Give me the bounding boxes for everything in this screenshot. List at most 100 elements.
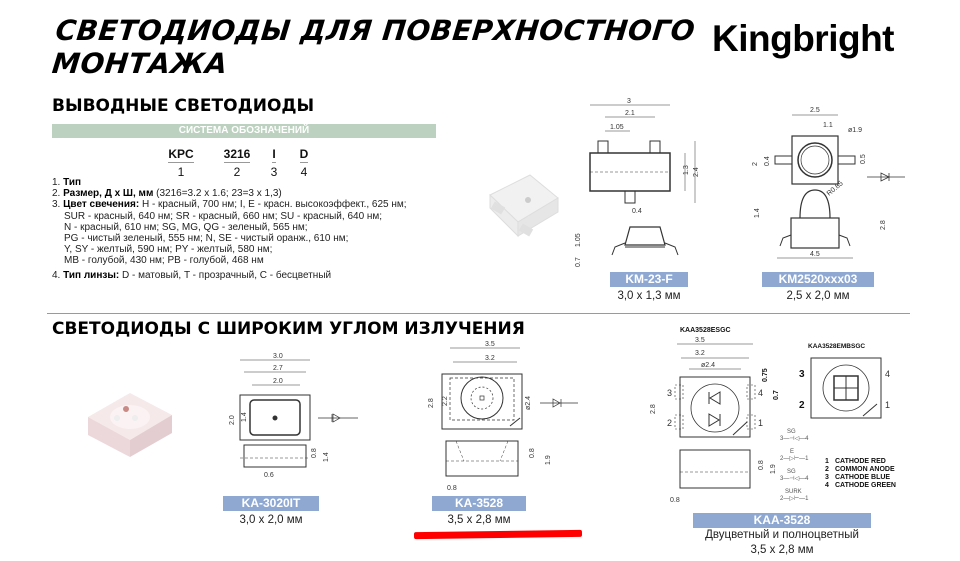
svg-text:1.4: 1.4: [323, 452, 330, 462]
svg-text:1.1: 1.1: [823, 122, 833, 129]
svg-text:2.7: 2.7: [273, 365, 283, 372]
svg-text:ø2.4: ø2.4: [525, 396, 532, 410]
ka3020-drawing: 3.0 2.7 2.0 2.0 1.4 0.8 1.4 0.6: [229, 353, 358, 479]
svg-text:3: 3: [667, 388, 672, 398]
kaa3528-subtitle: Двуцветный и полноцветный: [705, 529, 859, 541]
svg-text:1.4: 1.4: [754, 208, 761, 218]
km23f-label: KM-23-F: [610, 272, 688, 287]
svg-text:CATHODE RED: CATHODE RED: [835, 458, 886, 465]
code-part-3: I: [272, 147, 276, 163]
svg-text:E: E: [790, 449, 794, 455]
kaa3528-label: KAA-3528: [693, 513, 871, 528]
svg-text:2.5: 2.5: [810, 107, 820, 114]
km2520-drawing: 2.5 1.1 ø1.9 2 0.4 0.5 R0.85 1.4 2.8 4.5: [752, 107, 905, 259]
svg-text:2.0: 2.0: [229, 415, 236, 425]
svg-text:2—▷⊢—1: 2—▷⊢—1: [780, 455, 809, 462]
svg-text:1.9: 1.9: [770, 464, 777, 474]
ka3528-size: 3,5 x 2,8 мм: [447, 514, 511, 526]
code-num-4: 4: [300, 165, 308, 179]
svg-text:3.2: 3.2: [695, 350, 705, 357]
code-num-3: 3: [270, 165, 278, 179]
svg-text:SG: SG: [787, 469, 796, 475]
svg-text:4: 4: [885, 369, 890, 379]
km23f-drawing: 3 2.1 1.05 1.3 2.4 0.4 1.05 0.7: [575, 98, 700, 267]
ka3020-label: KA-3020IT: [223, 496, 319, 511]
title-line-1: СВЕТОДИОДЫ ДЛЯ ПОВЕРХНОСТНОГО: [54, 14, 697, 47]
svg-text:1: 1: [885, 400, 890, 410]
svg-text:1.05: 1.05: [575, 233, 582, 247]
svg-text:KAA3528ESGC: KAA3528ESGC: [680, 327, 731, 334]
ka3528-label: KA-3528: [432, 496, 526, 511]
kaa3528-drawing: KAA3528ESGC 3.5 3.2 ø2.4 3 2 4 1 2.8 0.7…: [650, 327, 896, 504]
title-line-2: МОНТАЖА: [50, 47, 230, 80]
svg-text:3.2: 3.2: [485, 355, 495, 362]
svg-text:2: 2: [752, 162, 759, 166]
svg-text:0.6: 0.6: [264, 472, 274, 479]
svg-text:3: 3: [627, 98, 631, 105]
svg-text:3.5: 3.5: [695, 337, 705, 344]
svg-text:ø1.9: ø1.9: [848, 127, 862, 134]
red-underline-highlight: [413, 529, 583, 540]
svg-text:1: 1: [758, 418, 763, 428]
pinout-legend: 1 CATHODE RED 2 COMMON ANODE 3 CATHODE B…: [825, 458, 896, 489]
svg-text:2.8: 2.8: [880, 220, 887, 230]
section-divider: [47, 313, 910, 314]
svg-text:3: 3: [825, 474, 829, 481]
svg-text:0.7: 0.7: [773, 390, 780, 400]
svg-text:0.7: 0.7: [575, 257, 582, 267]
km23-photo: [489, 174, 559, 238]
svg-text:0.8: 0.8: [529, 448, 536, 458]
svg-text:1.3: 1.3: [683, 165, 690, 175]
svg-text:SURK: SURK: [785, 489, 802, 495]
code-num-1: 1: [177, 165, 185, 179]
svg-text:0.8: 0.8: [311, 448, 318, 458]
designation-bar: СИСТЕМА ОБОЗНАЧЕНИЙ: [52, 124, 436, 138]
svg-text:1.05: 1.05: [610, 124, 624, 131]
svg-text:2: 2: [667, 418, 672, 428]
svg-text:3: 3: [799, 369, 805, 380]
km2520-label: KM2520xxx03: [762, 272, 874, 287]
svg-text:2.2: 2.2: [442, 396, 449, 406]
svg-text:SG: SG: [787, 429, 796, 435]
code-part-1: KPC: [168, 147, 194, 163]
svg-text:2.8: 2.8: [428, 398, 435, 408]
ka3020-size: 3,0 x 2,0 мм: [239, 514, 303, 526]
svg-text:2.8: 2.8: [650, 404, 657, 414]
km23f-size: 3,0 x 1,3 мм: [617, 290, 681, 302]
code-part-2: 3216: [223, 147, 251, 163]
svg-text:1.9: 1.9: [545, 455, 552, 465]
svg-text:4.5: 4.5: [810, 251, 820, 258]
page-title: СВЕТОДИОДЫ ДЛЯ ПОВЕРХНОСТНОГО МОНТАЖА: [51, 14, 697, 80]
svg-text:ø2.4: ø2.4: [701, 362, 715, 369]
svg-text:2.0: 2.0: [273, 378, 283, 385]
svg-text:0.8: 0.8: [670, 497, 680, 504]
svg-text:0.4: 0.4: [632, 208, 642, 215]
svg-text:0.75: 0.75: [762, 368, 769, 382]
brand-logo: Kingbright: [712, 18, 895, 59]
svg-text:3.5: 3.5: [485, 341, 495, 348]
code-part-4: D: [299, 147, 309, 163]
svg-text:3—⊣◁—4: 3—⊣◁—4: [780, 435, 809, 442]
section1-title: ВЫВОДНЫЕ СВЕТОДИОДЫ: [52, 96, 315, 116]
section2-title: СВЕТОДИОДЫ С ШИРОКИМ УГЛОМ ИЗЛУЧЕНИЯ: [52, 319, 525, 339]
svg-text:CATHODE BLUE: CATHODE BLUE: [835, 474, 890, 481]
svg-text:0.4: 0.4: [764, 156, 771, 166]
kaa3528-size: 3,5 x 2,8 мм: [750, 544, 814, 556]
circuit-symbols: SG 3—⊣◁—4 E 2—▷⊢—1 SG 3—⊣◁—4 SURK 2—▷⊢—1: [780, 429, 809, 502]
svg-text:4: 4: [825, 482, 829, 489]
svg-text:4: 4: [758, 388, 763, 398]
svg-text:CATHODE GREEN: CATHODE GREEN: [835, 482, 896, 489]
svg-text:0.8: 0.8: [758, 460, 765, 470]
svg-text:2: 2: [825, 466, 829, 473]
svg-text:2—▷⊢—1: 2—▷⊢—1: [780, 495, 809, 502]
km2520-size: 2,5 x 2,0 мм: [786, 290, 850, 302]
svg-text:3.0: 3.0: [273, 353, 283, 360]
svg-text:R0.85: R0.85: [826, 180, 845, 197]
svg-text:KAA3528EMBSGC: KAA3528EMBSGC: [808, 343, 865, 350]
svg-text:COMMON ANODE: COMMON ANODE: [835, 466, 895, 473]
diode-symbol-icon: [867, 172, 905, 182]
ka3528-drawing: 3.5 3.2 2.8 2.2 ø2.4 0.8 1.9 0.8: [428, 341, 578, 492]
svg-text:0.5: 0.5: [860, 154, 867, 164]
code-num-2: 2: [233, 165, 241, 179]
svg-text:2.1: 2.1: [625, 110, 635, 117]
